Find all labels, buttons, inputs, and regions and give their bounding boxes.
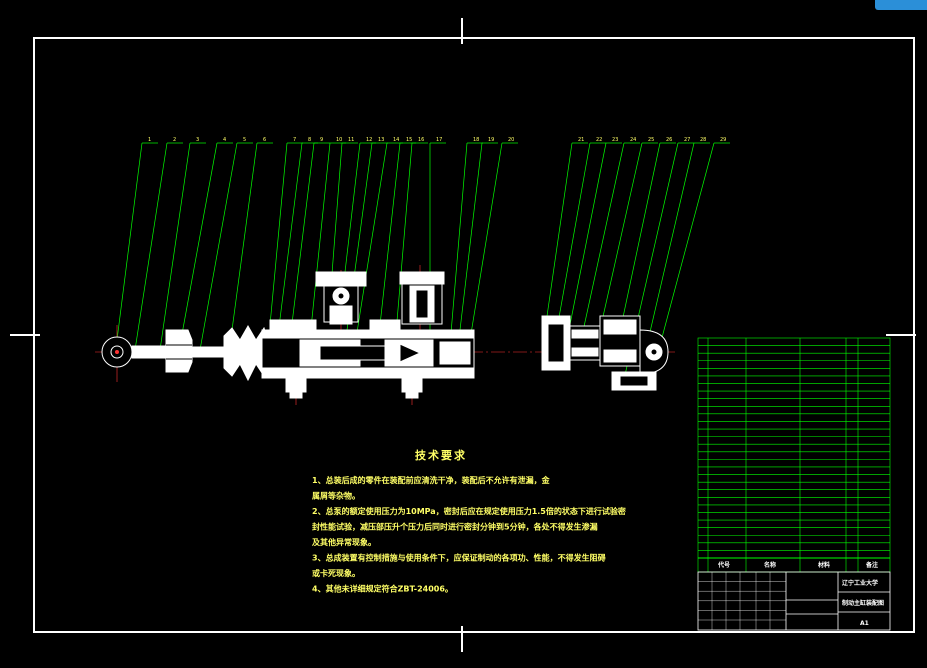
balloon-left-number: 10 <box>336 137 342 143</box>
balloon-left-number: 17 <box>436 137 442 143</box>
balloon-left-leader <box>159 142 191 351</box>
balloon-left-leader <box>459 142 483 331</box>
drawing-name: 制动主缸装配图 <box>842 599 884 607</box>
balloon-left-number: 2 <box>173 137 176 143</box>
balloon-left-leader <box>269 142 288 326</box>
balloon-right-leader <box>599 142 643 331</box>
school-name: 辽宁工业大学 <box>842 579 878 587</box>
balloon-left-leader <box>379 142 401 326</box>
balloon-left-number: 11 <box>348 137 354 143</box>
tech-requirement-line: 1、总装后成的零件在装配前应清洗干净，装配后不允许有泄漏，金 <box>312 475 551 485</box>
header-name: 名称 <box>764 561 776 569</box>
tech-requirement-line: 2、总泵的额定使用压力为10MPa，密封后应在规定使用压力1.5倍的状态下进行试… <box>312 506 626 516</box>
centering-marks <box>10 18 916 652</box>
balloon-left-leader <box>134 142 168 351</box>
balloon-left-number: 15 <box>406 137 412 143</box>
detail-view-right <box>541 315 669 391</box>
balloon-left-leader <box>229 142 258 346</box>
balloon-right-number: 27 <box>684 137 690 143</box>
balloon-right-number: 28 <box>700 137 706 143</box>
balloon-left-number: 9 <box>320 137 323 143</box>
header-material: 材料 <box>817 561 830 569</box>
balloon-left-number: 3 <box>196 137 199 143</box>
balloon-left-number: 18 <box>473 137 479 143</box>
balloon-left-leader <box>199 142 238 351</box>
tech-requirement-line: 属屑等杂物。 <box>312 491 360 501</box>
balloon-left-number: 13 <box>378 137 384 143</box>
header-code: 代号 <box>717 561 730 569</box>
header-note: 备注 <box>865 561 878 569</box>
balloon-right-number: 24 <box>630 137 636 143</box>
balloon-right-number: 29 <box>720 137 726 143</box>
balloon-left-number: 19 <box>488 137 494 143</box>
tech-requirement-line: 及其他异常现象。 <box>312 537 376 547</box>
balloon-left-leader <box>116 142 143 341</box>
balloon-left-leader <box>277 142 303 336</box>
sheet-size: A1 <box>860 620 869 627</box>
balloon-right-leader <box>564 142 607 351</box>
parts-list-header: 代号 名称 材料 备注 <box>698 557 890 569</box>
master-cylinder-assembly <box>101 271 475 399</box>
balloon-right-leader <box>659 142 715 346</box>
balloon-right-leader <box>544 142 573 331</box>
tech-title: 技术要求 <box>415 448 467 462</box>
balloon-left-number: 20 <box>508 137 514 143</box>
balloon-left-number: 12 <box>366 137 372 143</box>
balloon-right-number: 22 <box>596 137 602 143</box>
balloon-left-leader <box>309 142 331 339</box>
balloon-left-number: 16 <box>418 137 424 143</box>
balloon-right-leader <box>579 142 625 346</box>
tech-requirement-line: 4、其他未详细规定符合ZBT-24006。 <box>312 584 453 594</box>
balloon-right-number: 23 <box>612 137 618 143</box>
balloon-left-number: 8 <box>308 137 311 143</box>
tech-requirement-line: 3、总成装置有控制措施与使用条件下，应保证制动的各项功、性能，不得发生阻碍 <box>312 553 606 563</box>
tech-requirement-line: 或卡死现象。 <box>312 568 360 578</box>
balloon-left-leader <box>179 142 218 346</box>
balloon-left-leader <box>289 142 315 341</box>
app-badge-icon[interactable] <box>875 0 927 10</box>
balloon-left-leader <box>449 142 468 346</box>
leader-lines <box>116 142 730 376</box>
balloon-left-number: 7 <box>293 137 296 143</box>
balloon-left-number: 6 <box>263 137 266 143</box>
balloon-right-number: 26 <box>666 137 672 143</box>
title-block-grid <box>698 572 786 630</box>
balloon-left-leader <box>354 142 388 346</box>
balloon-right-leader <box>554 142 591 341</box>
parts-list-table <box>697 337 891 573</box>
technical-requirements: 技术要求 1、总装后成的零件在装配前应清洗干净，装配后不允许有泄漏，金 属屑等杂… <box>312 448 626 594</box>
tech-requirement-line: 封性能试验，减压部压升个压力后同时进行密封分钟到5分钟，各处不得发生渗漏 <box>312 522 598 532</box>
balloon-right-number: 25 <box>648 137 654 143</box>
balloon-left-number: 1 <box>148 137 151 143</box>
balloon-left-number: 4 <box>223 137 226 143</box>
balloon-right-number: 21 <box>578 137 584 143</box>
balloon-left-leader <box>469 142 503 341</box>
balloon-left-number: 5 <box>243 137 246 143</box>
balloon-left-leader <box>394 142 413 346</box>
balloon-left-number: 14 <box>393 137 399 143</box>
